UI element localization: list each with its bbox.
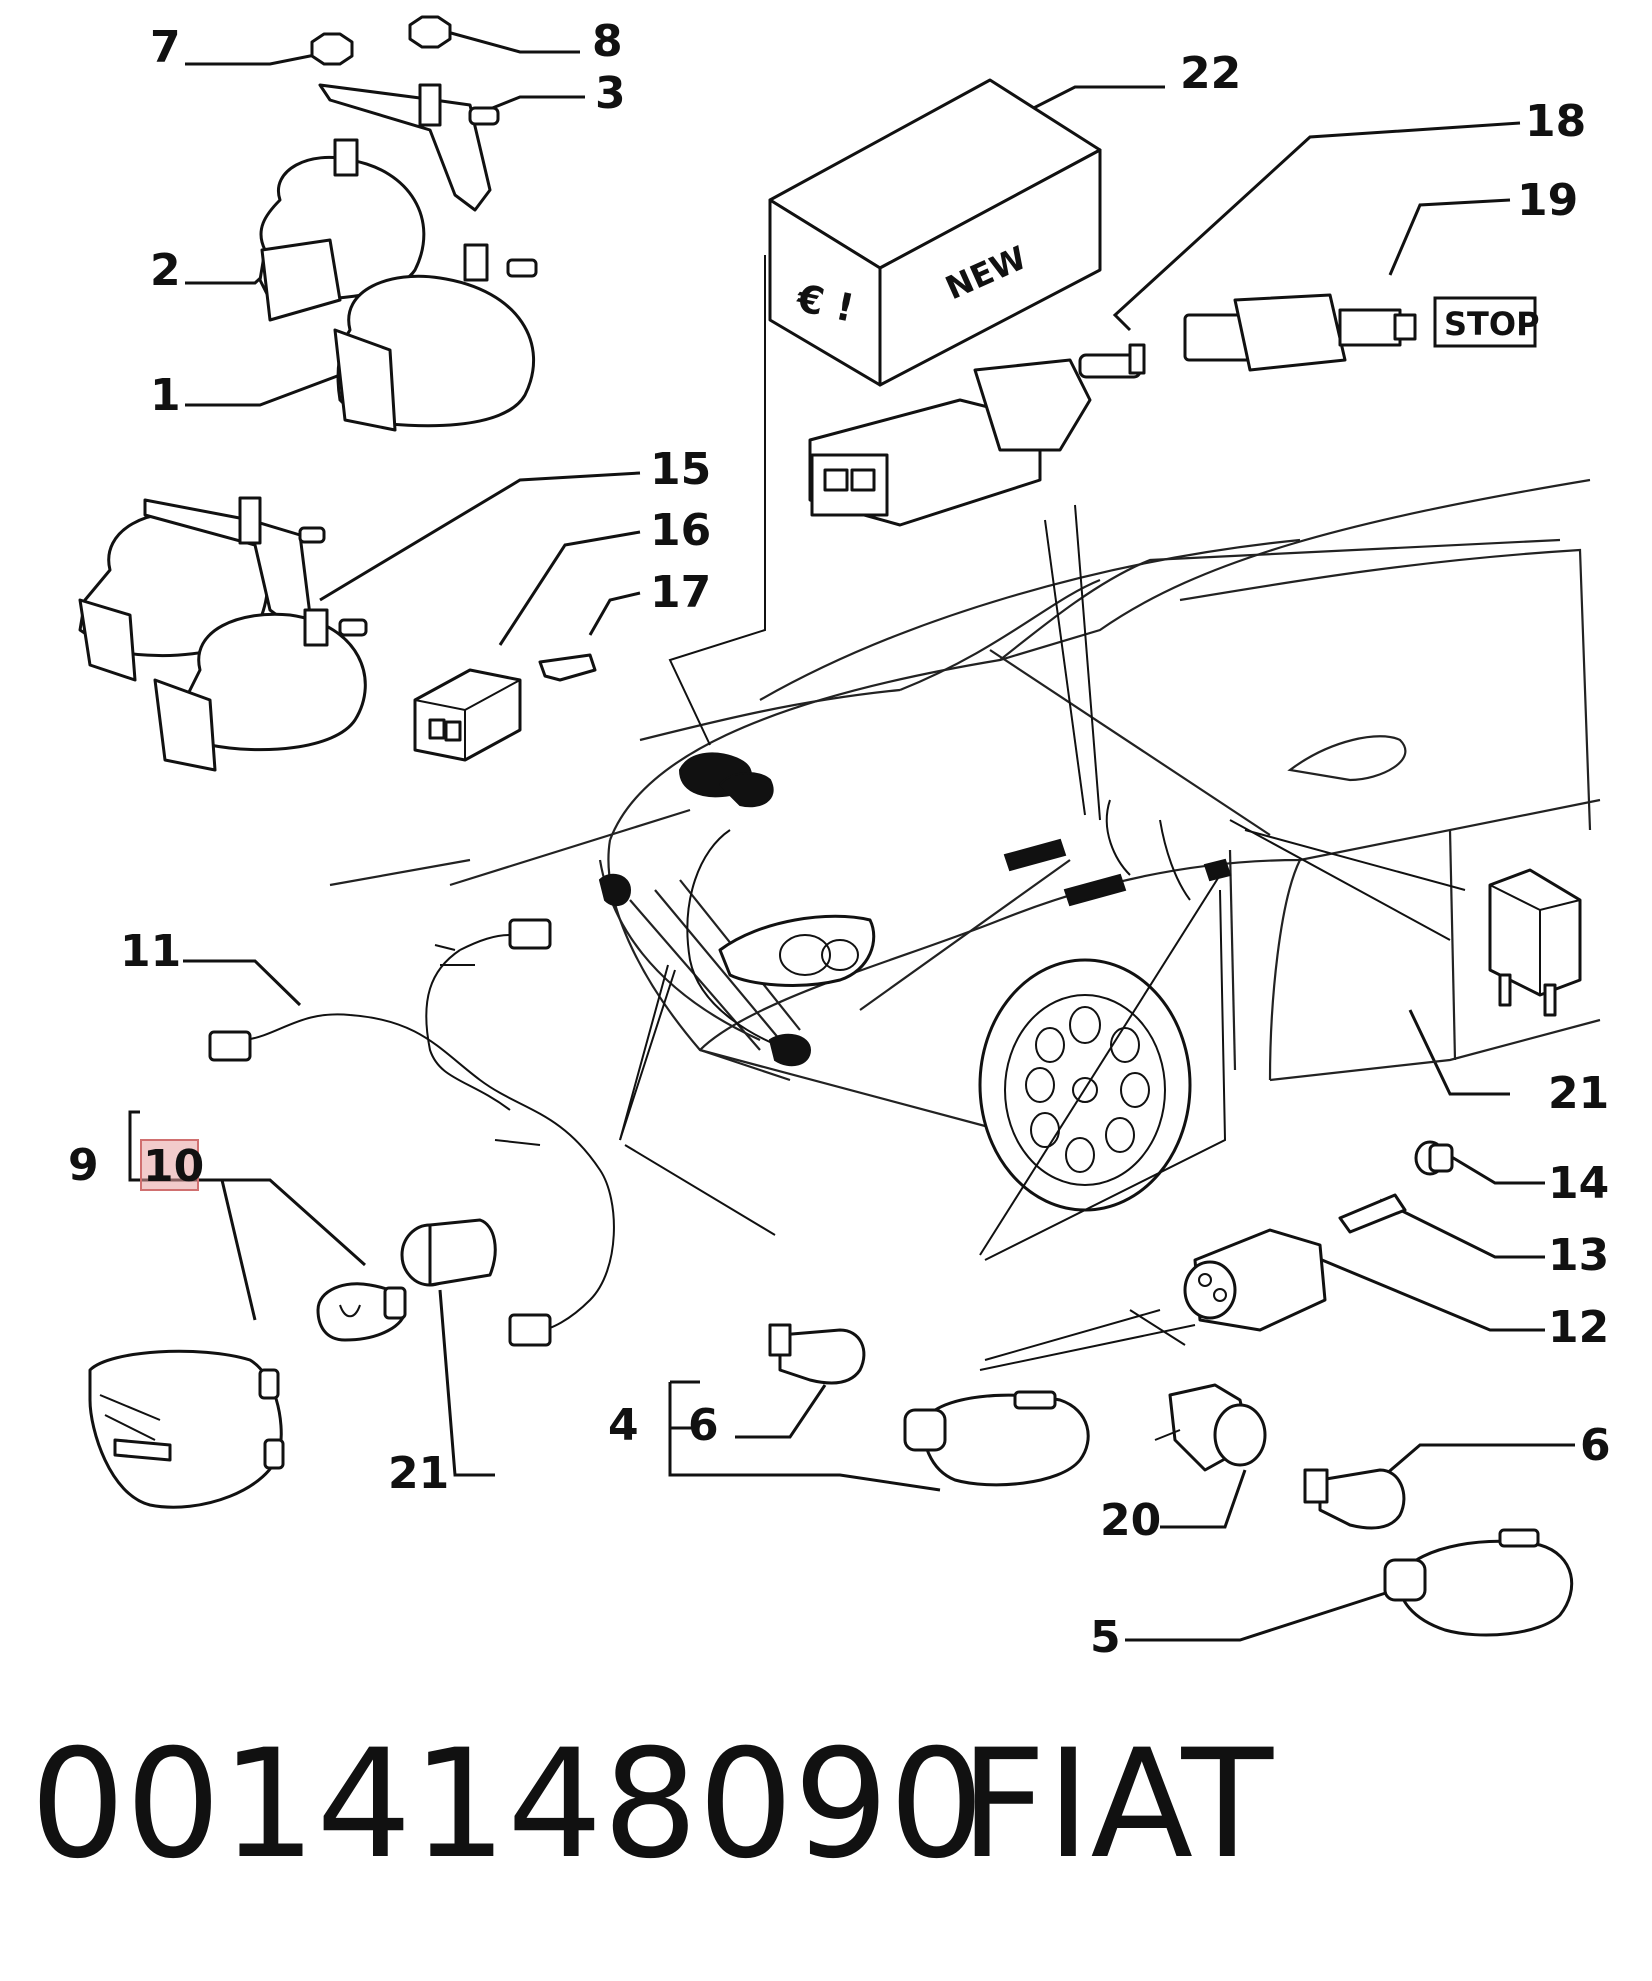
- switch-19: [1183, 293, 1417, 372]
- car-wiring: [598, 752, 1232, 1067]
- bulb-10: [316, 1282, 407, 1342]
- callout-7: 7: [150, 22, 181, 73]
- cable-11: [208, 918, 615, 1347]
- socket-20: [1154, 1383, 1267, 1472]
- nut-8: [408, 15, 452, 49]
- callout-15: 15: [650, 444, 711, 495]
- part-number: 0014148090: [30, 1718, 985, 1892]
- callout-4: 4: [608, 1400, 639, 1451]
- callout-labels: 7 8 3 2 1 22 18 19 15 16 17 11 9 10 21 2…: [68, 16, 1611, 1663]
- callout-17: 17: [650, 567, 711, 618]
- socket-21: [400, 1218, 497, 1287]
- nut-7: [310, 32, 354, 66]
- callout-16: 16: [650, 505, 711, 556]
- callout-13: 13: [1548, 1230, 1609, 1281]
- side-marker-5: [1383, 1528, 1574, 1637]
- callout-14: 14: [1548, 1158, 1609, 1209]
- pointer-lines: [619, 255, 1466, 1371]
- callout-12: 12: [1548, 1302, 1609, 1353]
- callout-6-right: 6: [1580, 1420, 1611, 1471]
- headlight: [718, 914, 876, 987]
- callout-6-left: 6: [688, 1400, 719, 1451]
- callout-18: 18: [1525, 96, 1586, 147]
- callout-2: 2: [150, 245, 181, 296]
- callout-19: 19: [1517, 175, 1578, 226]
- callout-21-left: 21: [388, 1448, 449, 1499]
- terminal-13: [1338, 1193, 1407, 1234]
- connector-12: [1183, 1228, 1327, 1332]
- leader-lines: [128, 28, 1575, 1642]
- plug-14: [1414, 1140, 1454, 1176]
- stop-text: STOP: [1444, 305, 1540, 343]
- relay-21: [1488, 868, 1582, 1017]
- callout-1: 1: [150, 370, 181, 421]
- box-22: NEW € !: [768, 78, 1102, 387]
- bulb-6-right: [1303, 1468, 1406, 1530]
- callout-11: 11: [120, 926, 181, 977]
- terminal-17: [538, 653, 597, 682]
- switch-18: [808, 343, 1146, 527]
- brand-name: FIAT: [960, 1718, 1274, 1892]
- callout-9: 9: [68, 1140, 99, 1191]
- callout-8: 8: [592, 16, 623, 67]
- bulb-6-left: [768, 1323, 866, 1385]
- stop-label: STOP: [1433, 296, 1540, 348]
- horn-pair-upper: [258, 15, 538, 432]
- callout-10-highlight: [140, 1139, 199, 1191]
- callout-20: 20: [1100, 1495, 1161, 1546]
- horn-pair-lower: [78, 496, 368, 772]
- callout-10: 10: [143, 1141, 204, 1192]
- callout-5: 5: [1090, 1612, 1121, 1663]
- side-marker-4: [903, 1390, 1090, 1487]
- connector-16: [413, 668, 522, 762]
- callout-21-right: 21: [1548, 1068, 1609, 1119]
- side-repeater-9: [88, 1349, 285, 1509]
- callout-3: 3: [595, 68, 626, 119]
- callout-22: 22: [1180, 48, 1241, 99]
- car-outline: [329, 478, 1601, 1132]
